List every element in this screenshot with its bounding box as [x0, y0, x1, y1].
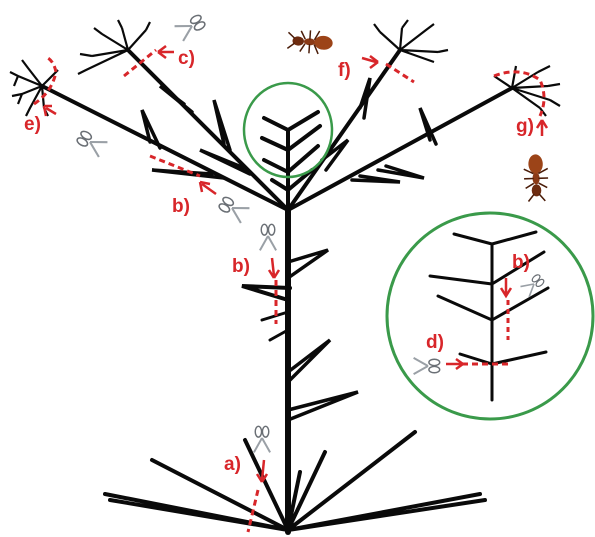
- stem-leaf: [288, 250, 328, 278]
- label-a: a): [224, 454, 241, 475]
- stem-leaf: [288, 392, 358, 420]
- scissors-icon: [175, 12, 207, 41]
- flower-cluster-right-upper: [374, 20, 448, 62]
- label-c: c): [178, 48, 195, 69]
- branch-leaf: [142, 110, 160, 148]
- label-b-stem: b): [232, 256, 250, 277]
- branch-leaf: [214, 100, 230, 150]
- label-d: d): [426, 332, 444, 353]
- ant-icon: [523, 154, 549, 202]
- branch-leaf: [160, 86, 192, 112]
- label-b-zoom: b): [512, 252, 530, 273]
- cut-line-f: [386, 64, 414, 82]
- stem-leaf: [288, 340, 330, 382]
- label-e: e): [24, 114, 41, 135]
- branch-right-lower: [288, 88, 512, 210]
- label-f: f): [338, 60, 351, 81]
- basal-leaves: [105, 432, 485, 530]
- scissors-icon: [254, 426, 270, 452]
- flower-cluster-left-upper: [78, 20, 150, 74]
- branch-leaf: [352, 176, 400, 182]
- stem-leaf: [262, 312, 288, 340]
- scissors-icon: [260, 224, 276, 250]
- label-b-branch: b): [172, 196, 190, 217]
- ant-icon: [287, 29, 333, 55]
- zoom-inset: b) d): [387, 213, 593, 419]
- branch-leaf: [360, 78, 370, 118]
- label-g: g): [516, 116, 534, 137]
- scissors-icon: [217, 194, 249, 223]
- scissors-icon: [75, 128, 107, 157]
- branch-leaf: [378, 166, 424, 178]
- stem-leaf: [242, 286, 290, 300]
